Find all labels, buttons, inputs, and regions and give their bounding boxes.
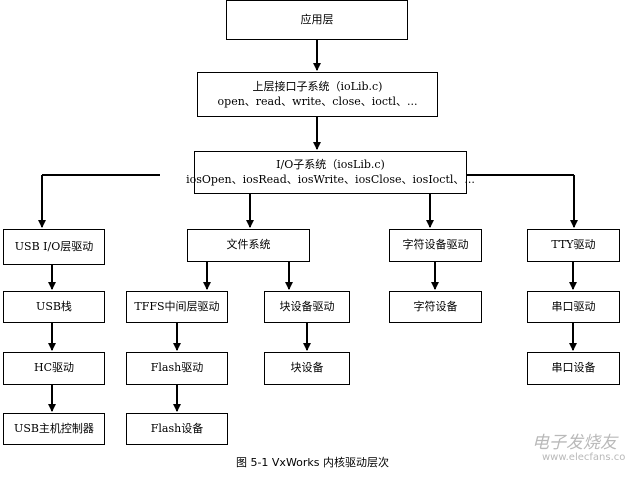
node-flash-driver-label: Flash驱动 [150, 361, 204, 375]
node-io-line1: I/O子系统（iosLib.c) [276, 157, 385, 171]
node-tffs-driver-label: TFFS中间层驱动 [134, 299, 220, 313]
node-serial-driver: 串口驱动 [527, 291, 620, 323]
node-usb-io-driver-label: USB I/O层驱动 [14, 239, 94, 253]
node-hc-driver-label: HC驱动 [33, 361, 74, 375]
node-tty-driver: TTY驱动 [527, 229, 620, 262]
node-serial-driver-label: 串口驱动 [551, 299, 596, 313]
node-char-driver: 字符设备驱动 [389, 229, 482, 262]
node-usb-stack-label: USB栈 [36, 299, 72, 313]
node-usb-host-controller-label: USB主机控制器 [14, 421, 94, 435]
node-hc-driver: HC驱动 [3, 352, 105, 385]
node-upper-line2: open、read、write、close、ioctl、... [217, 94, 418, 108]
node-char-device: 字符设备 [389, 291, 482, 323]
watermark-text: 电子发烧友 [532, 433, 617, 453]
node-flash-device: Flash设备 [126, 413, 228, 445]
node-block-device: 块设备 [264, 352, 350, 385]
node-io-line2: iosOpen、iosRead、iosWrite、iosClose、iosIoc… [186, 172, 475, 186]
node-upper-line1: 上层接口子系统（ioLib.c) [252, 79, 383, 93]
node-usb-io-driver: USB I/O层驱动 [3, 229, 105, 265]
node-app: 应用层 [226, 0, 408, 40]
node-flash-driver: Flash驱动 [126, 352, 228, 385]
node-app-label: 应用层 [300, 12, 334, 26]
node-file-system: 文件系统 [187, 229, 310, 262]
node-serial-device: 串口设备 [527, 352, 620, 385]
node-file-system-label: 文件系统 [226, 238, 271, 252]
node-usb-host-controller: USB主机控制器 [3, 413, 105, 445]
node-block-driver-label: 块设备驱动 [279, 299, 335, 313]
node-char-driver-label: 字符设备驱动 [402, 238, 469, 252]
watermark-url: www.elecfans.com [542, 452, 625, 463]
node-io-subsystem: I/O子系统（iosLib.c) iosOpen、iosRead、iosWrit… [186, 151, 475, 194]
node-tty-driver-label: TTY驱动 [551, 238, 596, 252]
node-flash-device-label: Flash设备 [150, 421, 204, 435]
node-tffs-driver: TFFS中间层驱动 [126, 291, 228, 323]
node-usb-stack: USB栈 [3, 291, 105, 323]
node-block-device-label: 块设备 [290, 361, 324, 375]
node-block-driver: 块设备驱动 [264, 291, 350, 323]
node-upper-interface: 上层接口子系统（ioLib.c) open、read、write、close、i… [197, 72, 438, 117]
watermark-logo: 电子发烧友 www.elecfans.com [520, 428, 625, 478]
node-char-device-label: 字符设备 [413, 299, 458, 313]
figure-caption: 图 5-1 VxWorks 内核驱动层次 [235, 456, 390, 469]
node-serial-device-label: 串口设备 [551, 361, 596, 375]
